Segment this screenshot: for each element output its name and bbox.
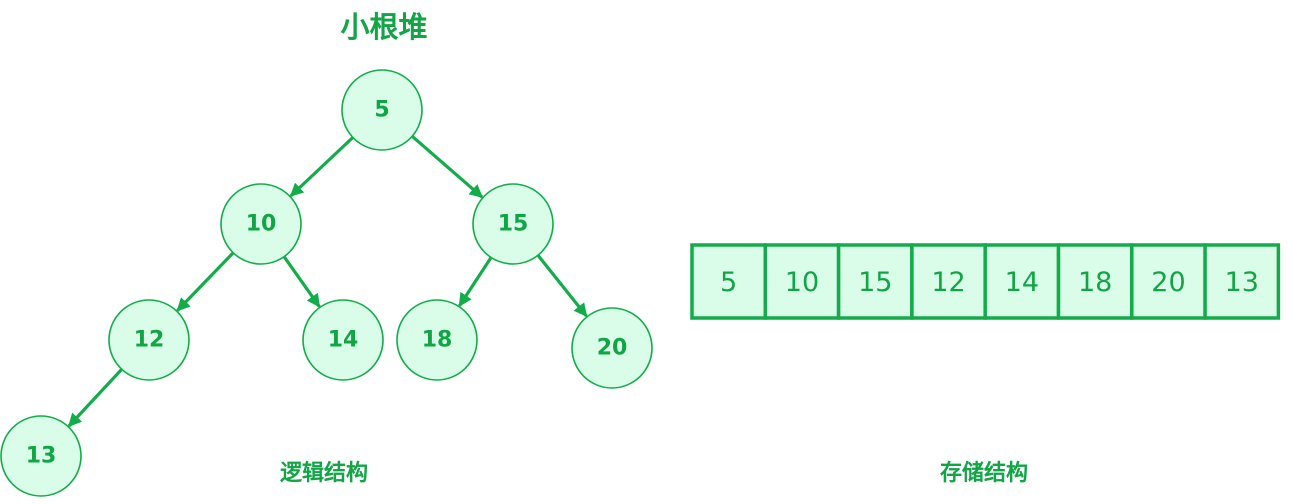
array-cell-box <box>836 243 914 320</box>
array-cell-2: 15 <box>836 243 914 320</box>
tree-node-13: 13 <box>0 415 82 497</box>
tree-node-circle <box>0 415 82 497</box>
array-cell-value: 20 <box>1151 267 1185 298</box>
array-cell-value: 15 <box>858 267 892 298</box>
array-cell-value: 5 <box>720 267 737 298</box>
array-cell-5: 18 <box>1056 243 1134 320</box>
tree-node-10: 10 <box>220 183 302 265</box>
tree-node-18: 18 <box>396 299 478 381</box>
edge-n10-n14 <box>281 253 321 308</box>
diagram-title: 小根堆 <box>340 10 428 44</box>
edge-n5-n10 <box>289 134 357 198</box>
array-cell-0: 5 <box>690 243 768 320</box>
array-cell-box <box>983 243 1061 320</box>
tree-node-circle <box>341 69 423 151</box>
tree-node-value: 20 <box>597 336 628 361</box>
tree-node-12: 12 <box>108 299 190 381</box>
array-cell-value: 18 <box>1078 267 1112 298</box>
array-cell-value: 10 <box>785 267 819 298</box>
tree-node-circle <box>220 183 302 265</box>
tree-node-circle <box>571 307 653 389</box>
tree-node-circle <box>108 299 190 381</box>
tree-node-20: 20 <box>571 307 653 389</box>
tree-node-5: 5 <box>341 69 423 151</box>
tree-node-circle <box>472 183 554 265</box>
tree-node-value: 14 <box>328 328 359 353</box>
edge-n5-n15 <box>408 133 484 199</box>
tree-node-value: 12 <box>134 328 165 353</box>
array-cell-7: 13 <box>1203 243 1281 320</box>
storage-structure-label: 存储结构 <box>939 461 1029 486</box>
tree-node-value: 10 <box>246 212 277 237</box>
tree-node-14: 14 <box>302 299 384 381</box>
tree-node-value: 15 <box>498 212 529 237</box>
edge-n10-n12 <box>176 249 237 312</box>
tree-node-15: 15 <box>472 183 554 265</box>
array-cell-4: 14 <box>983 243 1061 320</box>
edge-n15-n20 <box>534 251 588 318</box>
tree-node-value: 5 <box>374 98 389 123</box>
logical-structure-label: 逻辑结构 <box>279 461 369 486</box>
tree-node-circle <box>302 299 384 381</box>
edge-n15-n18 <box>458 254 495 307</box>
array-cell-1: 10 <box>763 243 841 320</box>
array-cell-value: 13 <box>1225 267 1259 298</box>
tree-node-value: 13 <box>26 444 57 469</box>
array-cell-value: 12 <box>931 267 965 298</box>
tree-node-circle <box>396 299 478 381</box>
nodes-layer: 5 10 15 12 14 18 20 13 <box>0 69 653 497</box>
array-cell-6: 20 <box>1130 243 1207 320</box>
tree-node-value: 18 <box>422 328 453 353</box>
array-storage: 5 10 15 12 14 18 20 13 <box>690 243 1281 320</box>
array-cell-value: 14 <box>1005 267 1039 298</box>
array-cell-box <box>1203 243 1281 320</box>
edge-n12-n13 <box>67 365 125 428</box>
edges-layer <box>67 133 588 428</box>
array-cell-3: 12 <box>910 243 987 320</box>
